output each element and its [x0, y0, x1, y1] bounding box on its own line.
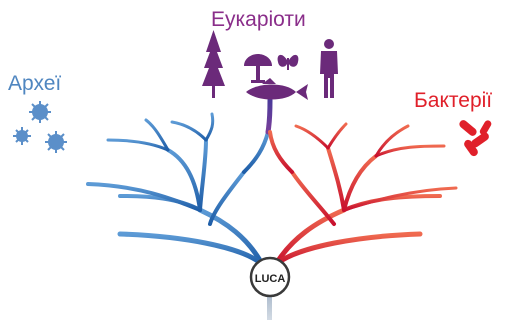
root-trunk — [267, 286, 272, 320]
eukaryotes-label: Еукаріоти — [211, 8, 306, 31]
archaea-cells-icon — [13, 101, 67, 153]
bacteria-branches — [268, 122, 458, 267]
luca-label: LUCA — [255, 273, 286, 285]
butterfly-icon — [277, 54, 299, 70]
eukaryote-branch — [265, 97, 273, 135]
eukaryote-icons — [202, 30, 338, 100]
archaea-branches — [86, 112, 270, 267]
luca-node: LUCA — [249, 256, 291, 298]
tree-icon — [202, 30, 225, 98]
bacteria-label: Бактерії — [414, 89, 493, 112]
mushroom-icon — [244, 54, 272, 83]
human-icon — [320, 39, 338, 98]
fish-icon — [246, 78, 308, 100]
archaea-label: Археї — [8, 72, 62, 95]
bacteria-cells-icon — [459, 120, 492, 157]
